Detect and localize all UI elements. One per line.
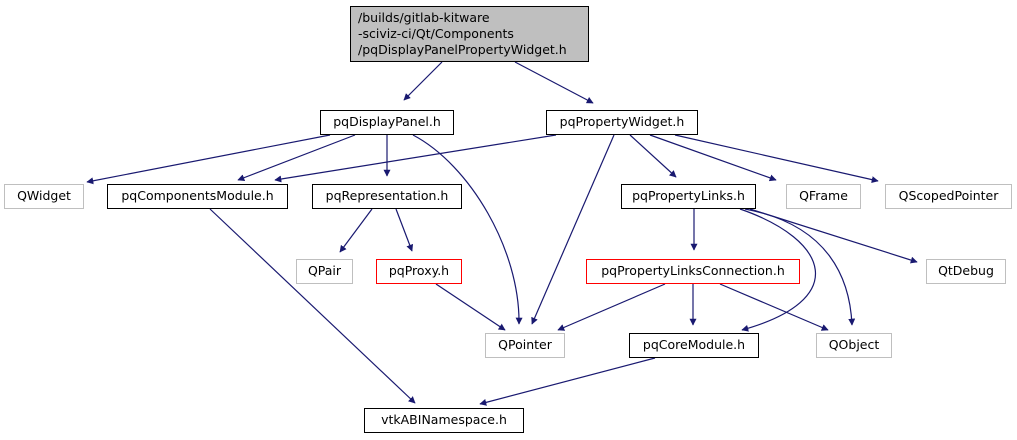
edge-pqDisplayPanel-to-QPointer xyxy=(412,134,523,325)
node-label: pqRepresentation.h xyxy=(325,188,449,204)
node-label: pqPropertyLinks.h xyxy=(632,188,745,204)
node-vtkABINamespace[interactable]: vtkABINamespace.h xyxy=(364,408,524,433)
node-label: QtDebug xyxy=(938,263,994,279)
node-pqPropertyWidget[interactable]: pqPropertyWidget.h xyxy=(546,110,698,135)
root-path-line-1: /builds/gitlab-kitware xyxy=(358,10,490,25)
node-pqProxy[interactable]: pqProxy.h xyxy=(376,259,462,284)
node-label: pqComponentsModule.h xyxy=(121,188,274,204)
edge-pqPropertyWidget-to-pqComponentsModule xyxy=(274,134,557,183)
root-path-line-2: -sciviz-ci/Qt/Components xyxy=(358,26,514,41)
node-pqCoreModule[interactable]: pqCoreModule.h xyxy=(629,333,759,358)
edge-pqCoreModule-to-vtkABINamespace xyxy=(479,357,656,406)
node-label: pqDisplayPanel.h xyxy=(333,114,441,130)
edge-pqComponentsModule-to-vtkABINamespace xyxy=(209,208,416,404)
edge-pqPropertyLinksConnection-to-QObject xyxy=(719,283,829,331)
node-QScopedPointer: QScopedPointer xyxy=(885,184,1012,209)
edge-root-to-pqPropertyWidget xyxy=(514,61,594,104)
root-node-pqDisplayPanelPropertyWidget[interactable]: /builds/gitlab-kitware -sciviz-ci/Qt/Com… xyxy=(350,6,589,62)
node-pqPropertyLinksConnection[interactable]: pqPropertyLinksConnection.h xyxy=(586,259,800,284)
node-pqPropertyLinks[interactable]: pqPropertyLinks.h xyxy=(621,184,756,209)
edge-pqDisplayPanel-to-pqComponentsModule xyxy=(237,134,356,182)
node-pqRepresentation[interactable]: pqRepresentation.h xyxy=(312,184,462,209)
node-QPointer: QPointer xyxy=(485,333,565,358)
node-label: pqPropertyWidget.h xyxy=(559,114,685,130)
node-QWidget: QWidget xyxy=(4,184,84,209)
edge-root-to-pqDisplayPanel xyxy=(403,61,443,101)
node-label: QScopedPointer xyxy=(898,188,999,204)
edge-pqPropertyLinks-to-pqCoreModule xyxy=(739,208,817,332)
node-label: vtkABINamespace.h xyxy=(381,412,507,428)
edge-pqProxy-to-QPointer xyxy=(435,283,506,331)
node-label: pqPropertyLinksConnection.h xyxy=(601,263,785,279)
node-label: QPair xyxy=(307,263,342,279)
edge-pqDisplayPanel-to-QWidget xyxy=(86,134,331,185)
edge-pqPropertyLinks-to-QObject xyxy=(744,208,856,326)
edge-pqPropertyWidget-to-QFrame xyxy=(649,134,777,182)
node-label: pqCoreModule.h xyxy=(642,337,746,353)
edge-pqPropertyWidget-to-QScopedPointer xyxy=(674,134,879,184)
edge-pqPropertyLinksConnection-to-QPointer xyxy=(557,283,666,331)
node-label: QObject xyxy=(828,337,880,353)
edge-pqPropertyWidget-to-pqPropertyLinks xyxy=(629,134,677,178)
edge-pqRepresentation-to-pqProxy xyxy=(395,208,414,252)
node-label: QFrame xyxy=(799,188,848,204)
node-label: pqProxy.h xyxy=(388,263,450,279)
node-label: QPointer xyxy=(498,337,552,353)
node-label: QWidget xyxy=(17,188,71,204)
node-pqDisplayPanel[interactable]: pqDisplayPanel.h xyxy=(320,110,454,135)
node-QPair: QPair xyxy=(296,259,353,284)
node-pqComponentsModule[interactable]: pqComponentsModule.h xyxy=(107,184,288,209)
node-QObject: QObject xyxy=(816,333,892,358)
node-QFrame: QFrame xyxy=(786,184,861,209)
node-QtDebug: QtDebug xyxy=(926,259,1006,284)
edge-pqRepresentation-to-QPair xyxy=(339,208,373,253)
edge-pqPropertyWidget-to-QPointer xyxy=(531,134,615,325)
root-path-line-3: /pqDisplayPanelPropertyWidget.h xyxy=(358,42,567,57)
